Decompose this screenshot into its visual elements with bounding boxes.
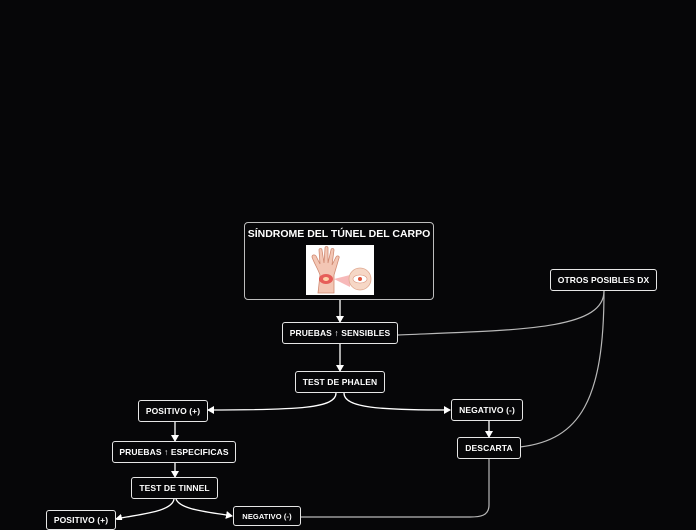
node-pruebas-especificas[interactable]: PRUEBAS ↑ ESPECIFICAS [112,441,236,463]
node-label: PRUEBAS ↑ ESPECIFICAS [119,447,229,457]
node-label: TEST DE TINNEL [139,483,210,493]
node-pruebas-sensibles[interactable]: PRUEBAS ↑ SENSIBLES [282,322,398,344]
node-label: TEST DE PHALEN [302,377,378,387]
node-descarta[interactable]: DESCARTA [457,437,521,459]
node-label: PRUEBAS ↑ SENSIBLES [289,328,391,338]
wrist-pain-icon [306,245,374,295]
node-label: POSITIVO (+) [53,515,109,525]
node-label: OTROS POSIBLES DX [557,275,650,285]
node-positivo-tinnel[interactable]: POSITIVO (+) [46,510,116,530]
relation-descarta-to-otros [519,290,605,448]
node-positivo-phalen[interactable]: POSITIVO (+) [138,400,208,422]
connector-tinnel-to-positivo2 [115,498,175,520]
node-otros-posibles-dx[interactable]: OTROS POSIBLES DX [550,269,657,291]
node-label: NEGATIVO (-) [459,405,515,415]
root-topic-title: SÍNDROME DEL TÚNEL DEL CARPO [247,228,431,240]
node-label: POSITIVO (+) [145,406,201,416]
node-label: DESCARTA [465,443,513,453]
connector-phalen-to-negativo [343,392,451,414]
node-negativo-phalen[interactable]: NEGATIVO (-) [451,399,523,421]
relation-pruebas-to-otros [396,290,605,336]
node-test-phalen[interactable]: TEST DE PHALEN [295,371,385,393]
node-negativo-tinnel[interactable]: NEGATIVO (-) [233,506,301,526]
node-test-tinnel[interactable]: TEST DE TINNEL [131,477,218,499]
node-label: NEGATIVO (-) [242,512,292,521]
connector-tinnel-to-negativo2 [175,498,233,519]
root-topic-node[interactable]: SÍNDROME DEL TÚNEL DEL CARPO [244,222,434,300]
relation-descarta-to-negativo2 [300,459,490,518]
connector-phalen-to-positivo [207,392,337,414]
